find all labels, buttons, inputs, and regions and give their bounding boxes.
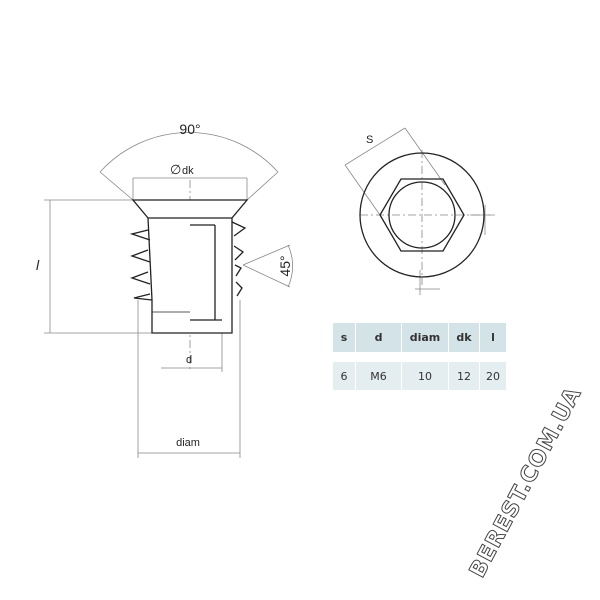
label-diam: diam [176,437,200,449]
cell: 20 [479,362,506,390]
label-l: l [36,257,40,273]
header-cell: l [479,323,506,352]
label-s: S [366,134,373,146]
header-cell: dk [448,323,479,352]
header-cell: diam [401,323,448,352]
cell: 10 [401,362,448,390]
cell: 12 [448,362,479,390]
table-header-row: s d diam dk l [333,323,506,352]
header-cell: d [355,323,401,352]
table-row: 6 M6 10 12 20 [333,362,506,390]
header-cell: s [333,323,355,352]
label-d: d [186,354,192,366]
label-diam-symbol: ∅ [170,162,181,177]
label-angle-thread: 45° [277,255,293,276]
insert-side-view [129,199,249,334]
dimensions-table: s d diam dk l 6 M6 10 12 20 [333,323,506,390]
label-dk: dk [182,165,194,177]
cell: 6 [333,362,355,390]
dimension-lines [44,127,495,458]
cell: M6 [355,362,401,390]
insert-top-view [359,152,485,278]
label-angle-head: 90° [179,121,200,137]
